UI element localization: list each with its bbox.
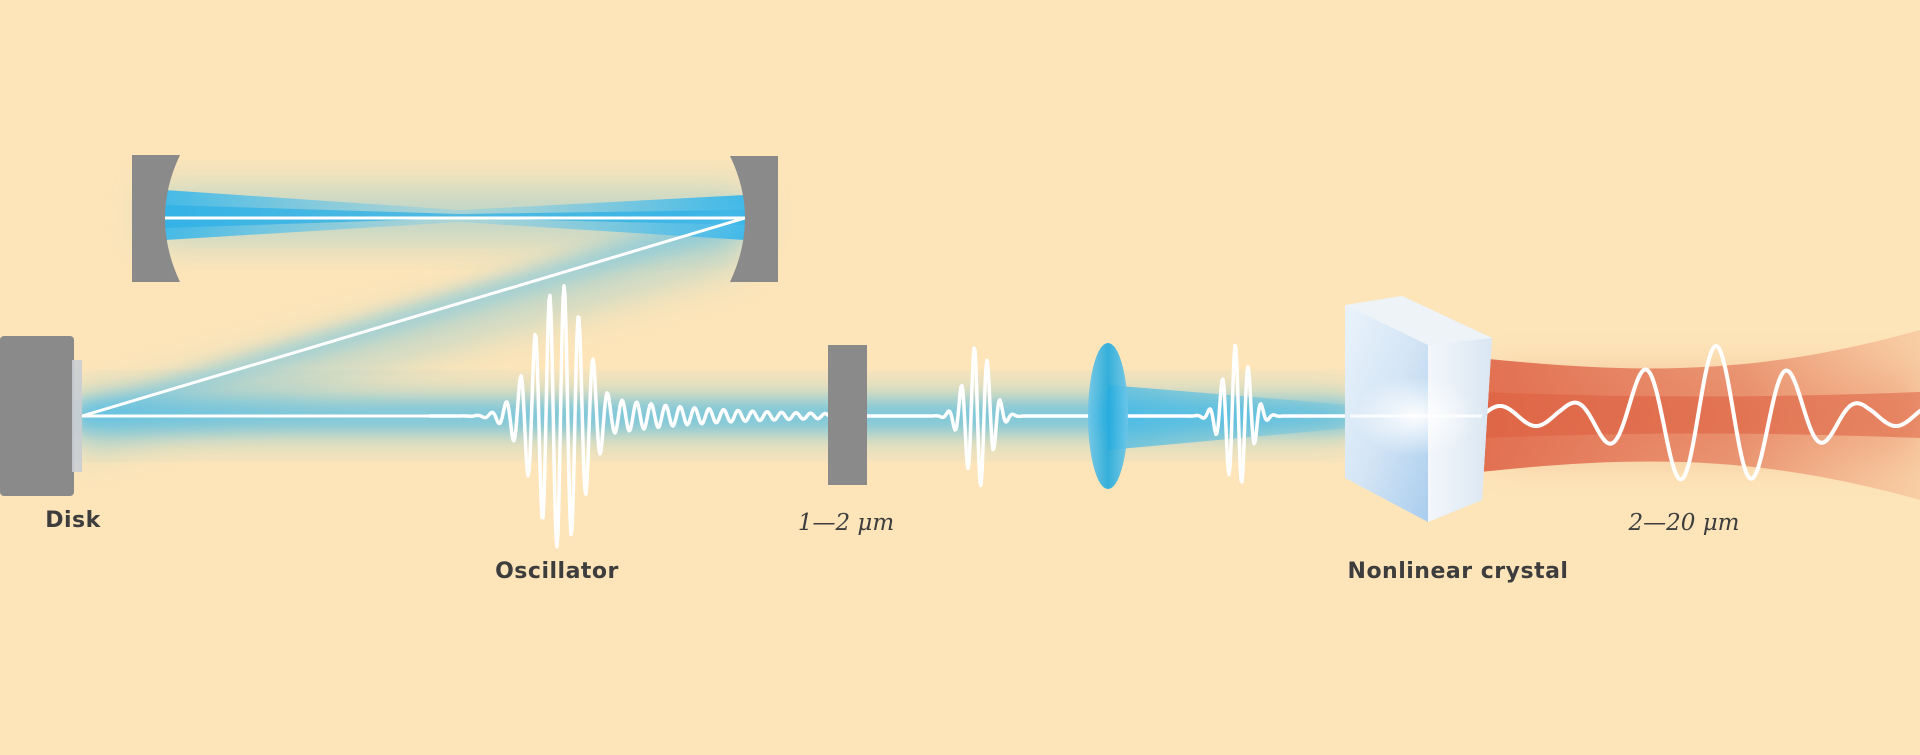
disk: [0, 336, 82, 496]
oscillator-label: Oscillator: [495, 559, 619, 584]
output-pulse: [865, 346, 1090, 488]
disk-label: Disk: [45, 508, 101, 533]
focusing-lens: [1088, 343, 1128, 489]
right-curved-mirror: [730, 156, 778, 282]
beam-lines: [81, 216, 746, 418]
left-curved-mirror: [132, 155, 180, 282]
focused-beam: [1108, 385, 1350, 450]
nonlinear-crystal-label: Nonlinear crystal: [1347, 559, 1569, 584]
output-wavelength-label: 2—20 μm: [1628, 510, 1740, 536]
oscillator-pulse: [428, 284, 830, 549]
input-wavelength-label: 1—2 μm: [797, 510, 895, 536]
nonlinear-crystal: [1345, 296, 1492, 522]
focused-pulse: [1126, 343, 1347, 484]
output-coupler-mirror: [828, 345, 867, 485]
mid-infrared-pulse: [1480, 344, 1920, 482]
diagonal-beam: [78, 203, 745, 425]
